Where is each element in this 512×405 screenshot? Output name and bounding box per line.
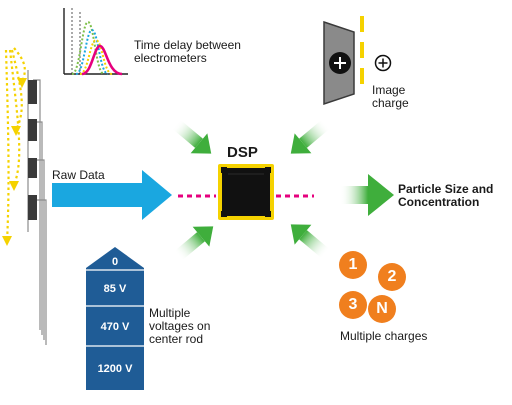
input-arrow-bottom-left (174, 226, 214, 261)
voltage-0: 0 (111, 256, 119, 268)
charge-badge-1: 1 (339, 251, 367, 279)
input-arrow-bottom-right (290, 224, 330, 259)
charge-badge-2: 2 (378, 263, 406, 291)
image-charge-sensor (323, 16, 392, 106)
dsp-chip (218, 164, 274, 220)
voltage-470: 470 V (100, 321, 130, 333)
voltages-caption: Multiple voltages on center rod (149, 306, 211, 346)
voltage-1200: 1200 V (97, 363, 133, 375)
voltage-stack (86, 247, 144, 390)
electrometer-plates (28, 80, 37, 220)
voltage-85: 85 V (103, 283, 127, 295)
output-label: Particle Size and Concentration (398, 182, 494, 209)
raw-data-arrow (52, 170, 172, 220)
time-delay-label: Time delay between electrometers (134, 38, 241, 65)
image-charge-label: Image charge (372, 83, 409, 110)
input-arrow-top-left (172, 119, 212, 154)
output-arrow (340, 174, 394, 216)
input-arrow-top-right (290, 119, 330, 154)
raw-data-label: Raw Data (52, 168, 105, 182)
time-delay-plot (63, 8, 128, 76)
charge-badge-3: 3 (339, 291, 367, 319)
dsp-label: DSP (227, 144, 258, 161)
charges-caption: Multiple charges (340, 329, 428, 343)
particle-trajectories (4, 47, 26, 243)
charge-badge-n: N (368, 295, 396, 323)
trajectory-arrowheads (2, 78, 27, 246)
